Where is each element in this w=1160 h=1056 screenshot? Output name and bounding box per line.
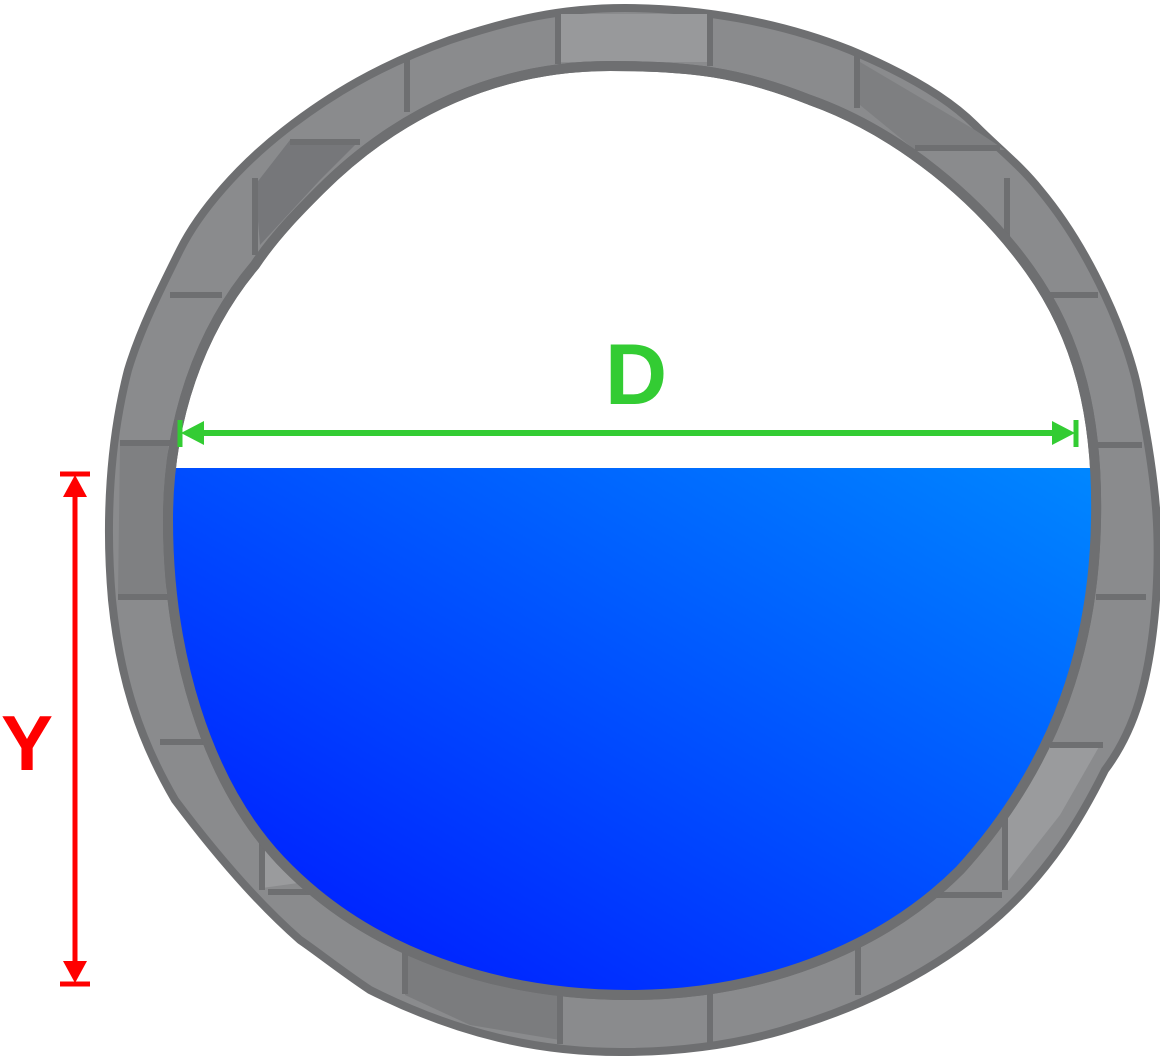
depth-dimension [60,471,90,987]
width-label: D [605,327,667,423]
brick-shade-upper-right [860,62,1005,150]
brick-shade-left [118,445,168,595]
brick-shade-upper-left [255,140,360,245]
brick-joints [118,12,1146,1046]
depth-top-arrowhead [63,475,87,497]
brick-shade-top [560,14,710,62]
width-dimension [177,420,1079,447]
inner-bore-outline [162,60,1102,1001]
depth-bottom-arrowhead [63,961,87,983]
depth-label: Y [1,699,53,787]
width-right-arrowhead [1052,421,1075,445]
width-left-arrowhead [181,421,204,445]
